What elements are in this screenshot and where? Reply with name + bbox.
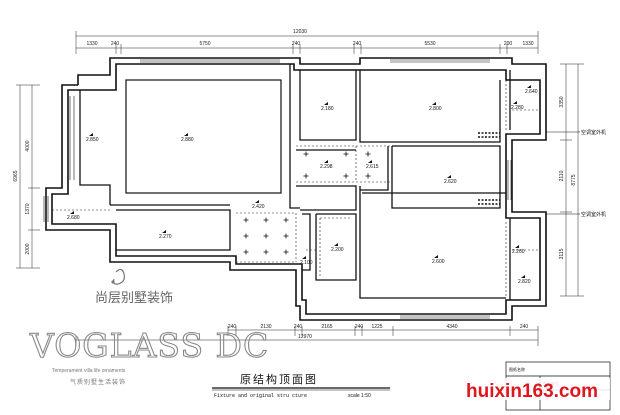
dim-bottom-5: 240: [355, 324, 364, 330]
height-markers: [70, 85, 531, 278]
living-ceiling-recess: [125, 79, 282, 194]
room-height-label: 2.200: [331, 247, 344, 253]
titleblock-row1: 图纸名称: [509, 366, 525, 372]
dim-left-3: 2000: [25, 243, 31, 254]
room-height-label: 2.620: [444, 179, 457, 185]
dim-top-8: 1330: [522, 41, 533, 47]
dim-top-1: 1330: [86, 41, 97, 47]
room-height-label: 2.280: [511, 105, 524, 111]
dim-bottom-1: 240: [228, 324, 237, 330]
brand-tagline-en: Temperament villa life ornaments: [52, 368, 126, 374]
room-height-label: 2.820: [518, 279, 531, 285]
room-height-label: 2.640: [525, 89, 538, 95]
dim-bottom-4: 2165: [321, 324, 332, 330]
left-dimensions: [16, 84, 40, 269]
top-dimensions: [75, 31, 539, 54]
dim-top-2: 240: [111, 41, 120, 47]
dim-top-total: 12030: [293, 29, 307, 35]
room-height-label: 2.270: [159, 234, 172, 240]
room-height-label: 2.850: [86, 137, 99, 143]
bottom-dimensions: [75, 326, 539, 346]
room-height-label: 2.260: [512, 249, 525, 255]
watermark-site: huixin163.com: [466, 381, 598, 402]
windows: [43, 59, 512, 319]
dim-right-1: 3350: [559, 96, 565, 107]
dim-bottom-total: 12970: [298, 334, 312, 340]
dim-top-3: 5750: [199, 41, 210, 47]
room-height-label: 2.420: [252, 204, 265, 210]
room-height-label: 2.615: [366, 164, 379, 170]
brand-logo: 尚层别墅装饰 VOGLASS DC Temperament villa life…: [28, 268, 269, 386]
dim-right-2: 2110: [559, 170, 565, 181]
room-height-label: 2.600: [432, 259, 445, 265]
dim-bottom-8: 240: [520, 324, 529, 330]
exterior-walls: [45, 57, 547, 321]
dim-top-4: 240: [292, 41, 301, 47]
interior-walls: [79, 64, 511, 300]
dim-right-3: 3115: [559, 248, 565, 259]
dim-bottom-7: 4340: [446, 324, 457, 330]
title-cn: 原结构顶面图: [240, 372, 318, 386]
dim-bottom-3: 240: [294, 324, 303, 330]
brand-emblem: [112, 268, 125, 285]
dim-top-5: 240: [353, 41, 362, 47]
room-height-label: 2.800: [429, 106, 442, 112]
room-height-label: 2.180: [321, 106, 334, 112]
room-height-label: 2.680: [67, 215, 80, 221]
ac-hatch-marks: [478, 132, 500, 205]
dim-top-6: 5530: [424, 41, 435, 47]
watermark-backdrop: [464, 378, 610, 400]
room-height-label: 2.100: [300, 260, 313, 266]
downlight-symbols: [243, 151, 371, 255]
room-height-label: 2.880: [181, 137, 194, 143]
drawing-title: 原结构顶面图 Fixture and original stru cture s…: [212, 372, 390, 399]
dim-top-7: 200: [504, 41, 513, 47]
brand-tagline-cn: 气质别墅生活装饰: [70, 378, 126, 386]
ac-leaders: [546, 131, 580, 215]
title-en: Fixture and original stru cture: [214, 393, 307, 399]
title-scale: scale 1:50: [348, 393, 371, 399]
room-height-label: 2.298: [320, 164, 333, 170]
dim-bottom-2: 2130: [260, 324, 271, 330]
note-ac-lower: 空调室外机: [581, 211, 606, 218]
dim-left-2: 1370: [25, 203, 31, 214]
dim-left-1: 4000: [25, 140, 31, 151]
dim-right-total: 8775: [571, 174, 577, 185]
right-dimensions: [560, 63, 584, 297]
dim-left-total: 6965: [13, 170, 19, 181]
dim-bottom-6: 1225: [371, 324, 382, 330]
note-ac-upper: 空调室外机: [581, 129, 606, 136]
brand-name-en: VOGLASS DC: [29, 326, 269, 365]
dashed-ceiling-lines: [52, 76, 540, 296]
brand-name-cn: 尚层别墅装饰: [95, 291, 173, 306]
